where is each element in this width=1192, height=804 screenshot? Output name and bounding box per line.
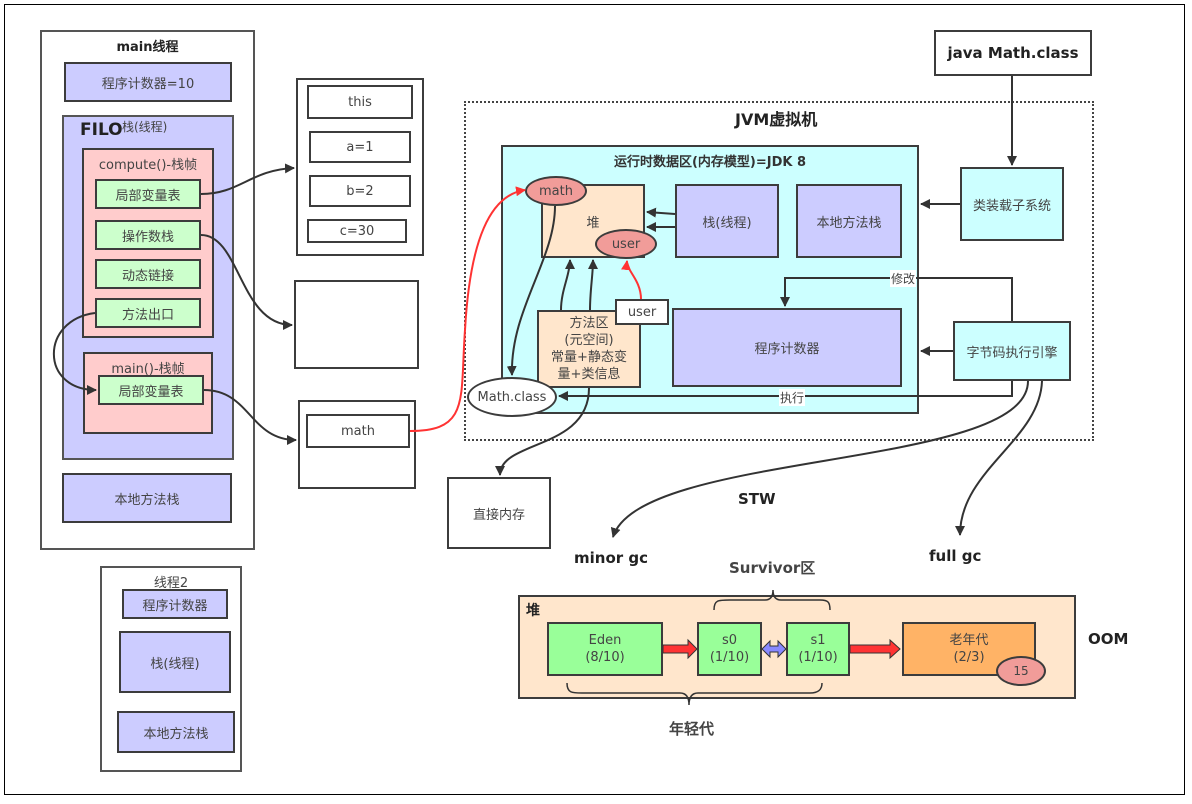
survivor-s0: s0 (1/10)	[697, 622, 762, 676]
operand-stack: 操作数栈	[95, 220, 201, 250]
main-native-stack-label: 本地方法栈	[114, 492, 180, 508]
jvm-program-counter-label: 程序计数器	[754, 342, 820, 357]
method-area-user: user	[615, 299, 669, 325]
diagram-frame	[4, 4, 1185, 795]
main-thread-title: main线程	[116, 40, 179, 55]
main-local-math-label: math	[341, 423, 375, 439]
jvm-stack: 栈(线程)	[675, 184, 779, 258]
class-loader-subsystem: 类装载子系统	[960, 167, 1064, 241]
thread2-program-counter: 程序计数器	[122, 589, 228, 619]
method-area-line-4: 量+类信息	[557, 367, 621, 382]
eden-ratio: (8/10)	[585, 650, 625, 665]
local-var-this-label: this	[348, 94, 372, 110]
dynamic-link-label: 动态链接	[121, 268, 174, 284]
filo-label: FILO	[80, 120, 123, 140]
jvm-program-counter: 程序计数器	[672, 308, 902, 387]
old-gen-ratio: (2/3)	[953, 650, 985, 665]
thread2-stack: 栈(线程)	[119, 631, 231, 693]
main-local-var-table-label: 局部变量表	[118, 384, 184, 400]
main-stack-label: 栈(线程)	[122, 120, 168, 134]
oom-label: OOM	[1088, 630, 1129, 648]
method-area-line-3: 常量+静态变	[551, 350, 627, 365]
compute-local-var-table-label: 局部变量表	[115, 188, 181, 204]
compute-local-var-table: 局部变量表	[95, 179, 201, 209]
local-var-a: a=1	[309, 131, 411, 163]
age-threshold-badge: 15	[996, 656, 1046, 686]
s0-name: s0	[721, 633, 738, 648]
thread2-native-stack: 本地方法栈	[117, 711, 235, 753]
runtime-data-area-title: 运行时数据区(内存模型)=JDK 8	[613, 155, 807, 170]
dynamic-link: 动态链接	[95, 259, 201, 289]
full-gc-label: full gc	[929, 547, 982, 565]
local-var-c-label: c=30	[339, 223, 375, 239]
java-command-box: java Math.class	[934, 30, 1092, 76]
bytecode-engine: 字节码执行引擎	[953, 321, 1071, 381]
jvm-native-stack-label: 本地方法栈	[816, 215, 882, 231]
method-area-line-2: (元空间)	[564, 333, 614, 348]
main-native-stack: 本地方法栈	[62, 473, 232, 523]
local-var-b: b=2	[309, 175, 411, 207]
heap-detail-title: 堆	[526, 603, 540, 619]
main-local-math: math	[306, 414, 410, 448]
s1-ratio: (1/10)	[798, 650, 838, 665]
eden-name: Eden	[588, 633, 622, 648]
thread2-title: 线程2	[153, 576, 189, 591]
heap-object-user: user	[595, 229, 657, 259]
thread2-program-counter-label: 程序计数器	[142, 598, 208, 614]
compute-frame-title: compute()-栈帧	[98, 158, 198, 173]
method-exit-label: 方法出口	[121, 307, 174, 323]
eden-space: Eden (8/10)	[547, 622, 663, 676]
local-var-c: c=30	[307, 219, 407, 243]
class-loader-label: 类装载子系统	[972, 198, 1051, 214]
heap-object-math-label: math	[539, 183, 573, 199]
operand-stack-label: 操作数栈	[121, 229, 174, 245]
main-local-var-table: 局部变量表	[98, 375, 204, 405]
method-exit: 方法出口	[95, 298, 201, 328]
direct-memory-label: 直接内存	[472, 507, 525, 523]
jvm-title: JVM虚拟机	[735, 110, 818, 129]
main-program-counter-label: 程序计数器=10	[101, 76, 195, 92]
main-program-counter: 程序计数器=10	[64, 62, 232, 102]
java-command-label: java Math.class	[947, 44, 1079, 62]
stw-label: STW	[738, 490, 776, 508]
bytecode-engine-label: 字节码执行引擎	[966, 345, 1058, 361]
local-var-b-label: b=2	[346, 183, 374, 199]
operand-stack-box	[294, 280, 419, 369]
young-gen-label: 年轻代	[669, 720, 715, 738]
modify-label: 修改	[890, 270, 917, 287]
main-frame-title: main()-栈帧	[111, 362, 185, 377]
survivor-s1: s1 (1/10)	[786, 622, 850, 676]
math-class-label: Math.class	[477, 389, 547, 405]
direct-memory: 直接内存	[447, 477, 551, 549]
execute-label: 执行	[779, 389, 806, 406]
jvm-stack-label: 栈(线程)	[702, 215, 752, 231]
heap-object-user-label: user	[611, 236, 641, 252]
jvm-heap-label: 堆	[586, 215, 600, 231]
s0-ratio: (1/10)	[709, 650, 750, 665]
s1-name: s1	[810, 633, 826, 648]
heap-object-math: math	[525, 176, 587, 206]
old-gen-name: 老年代	[949, 633, 989, 648]
thread2-stack-label: 栈(线程)	[150, 656, 200, 672]
age-threshold-label: 15	[1013, 664, 1029, 678]
thread2-native-stack-label: 本地方法栈	[143, 726, 209, 742]
local-var-this: this	[307, 85, 413, 119]
local-var-a-label: a=1	[346, 139, 374, 155]
minor-gc-label: minor gc	[574, 549, 649, 567]
jvm-native-stack: 本地方法栈	[796, 184, 902, 258]
math-class-ellipse: Math.class	[467, 377, 557, 417]
method-area-user-label: user	[627, 304, 657, 320]
survivor-label: Survivor区	[729, 559, 816, 577]
method-area-line-1: 方法区	[569, 316, 609, 331]
